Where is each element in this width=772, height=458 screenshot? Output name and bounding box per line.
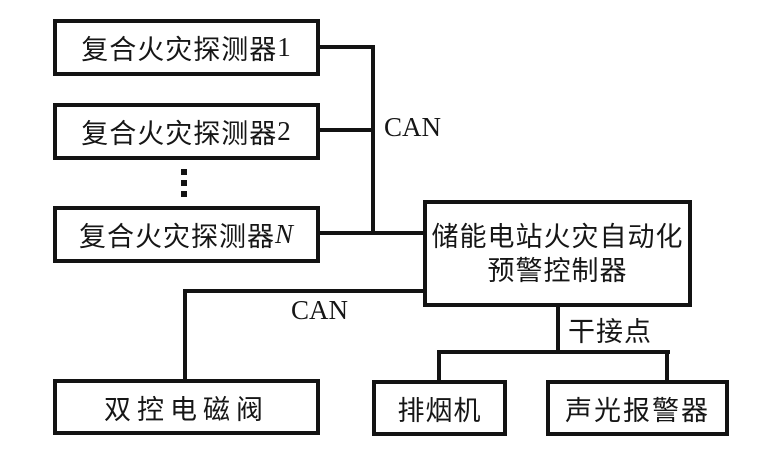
alarm-label: 声光报警器 <box>565 395 710 426</box>
detector2-index: 2 <box>277 116 292 146</box>
line-alarm-drop-vertical <box>665 350 669 381</box>
ellipsis-dot <box>181 169 187 175</box>
line-detector1-to-can-bus <box>320 45 375 49</box>
line-can-bus-vertical <box>371 45 375 235</box>
controller-label: 储能电站火灾自动化 预警控制器 <box>432 220 684 288</box>
line-valve-drop-vertical <box>183 289 187 380</box>
detector1-label: 复合火灾探测器 <box>81 35 278 65</box>
detector2-label: 复合火灾探测器 <box>81 119 278 149</box>
detectorN-index: N <box>274 219 294 249</box>
node-smoke-exhaust-fan: 排烟机 <box>372 380 507 436</box>
can-valve-label: CAN <box>291 295 349 325</box>
can-bus-label: CAN <box>384 112 442 142</box>
ellipsis-dot <box>181 191 187 197</box>
line-detector2-to-can-bus <box>320 128 375 132</box>
line-fan-drop-vertical <box>437 350 441 381</box>
vertical-ellipsis-icon <box>181 169 187 197</box>
valve-label: 双控电磁阀 <box>104 394 269 425</box>
node-dual-control-solenoid-valve: 双控电磁阀 <box>53 379 320 435</box>
line-controller-down-vertical <box>556 303 560 354</box>
line-dry-contact-horizontal <box>437 350 670 354</box>
dry-contact-label: 干接点 <box>568 317 652 347</box>
line-detectorN-to-controller <box>320 231 425 235</box>
ellipsis-dot <box>181 180 187 186</box>
controller-label-line1: 储能电站火灾自动化 <box>431 221 684 252</box>
controller-label-line2: 预警控制器 <box>487 255 628 286</box>
detector1-index: 1 <box>277 32 292 62</box>
detectorN-label: 复合火灾探测器 <box>78 222 275 252</box>
node-warning-controller: 储能电站火灾自动化 预警控制器 <box>423 200 692 307</box>
fan-label: 排烟机 <box>397 395 482 426</box>
node-sound-light-alarm: 声光报警器 <box>546 380 729 436</box>
line-controller-to-valve-horizontal <box>183 289 425 293</box>
